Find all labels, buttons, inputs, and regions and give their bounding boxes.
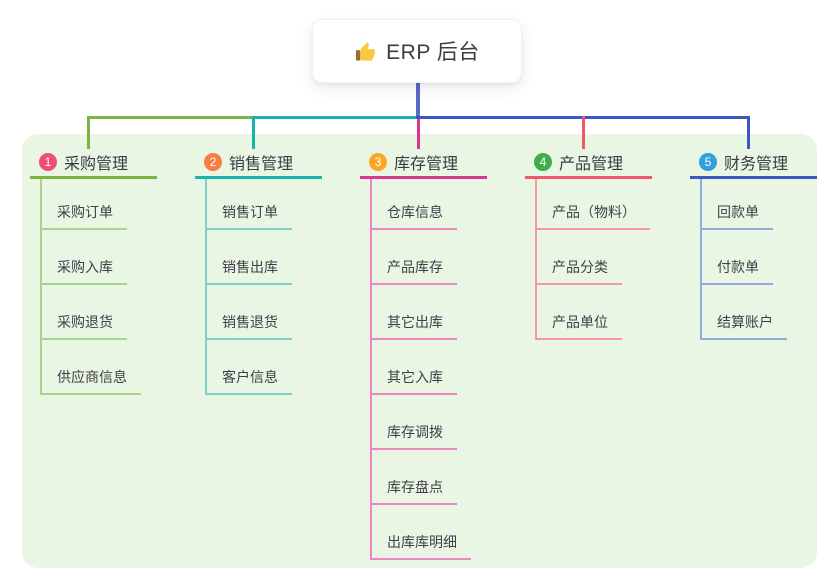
child-node[interactable]: 销售订单 <box>205 203 292 230</box>
connector-horizontal-purchase <box>87 116 252 119</box>
child-node-label: 其它入库 <box>387 369 443 385</box>
branch-trunk-line <box>40 179 42 395</box>
branch-trunk-line <box>370 179 372 560</box>
child-node[interactable]: 采购入库 <box>40 258 127 285</box>
branch-node-4[interactable]: 4 产品管理 <box>525 148 652 179</box>
child-node-label: 销售出库 <box>222 259 278 275</box>
child-node-label: 销售退货 <box>222 314 278 330</box>
branch-trunk-line <box>700 179 702 340</box>
branch-number-badge: 3 <box>369 153 387 171</box>
child-node-label: 销售订单 <box>222 204 278 220</box>
child-node[interactable]: 其它入库 <box>370 368 457 395</box>
connector-drop-finance <box>747 116 750 149</box>
connector-drop-sales <box>252 116 255 149</box>
connector-drop-inventory <box>417 119 420 149</box>
child-node[interactable]: 其它出库 <box>370 313 457 340</box>
child-node[interactable]: 供应商信息 <box>40 368 141 395</box>
child-node-label: 采购退货 <box>57 314 113 330</box>
child-node[interactable]: 采购退货 <box>40 313 127 340</box>
branch-label: 采购管理 <box>64 156 129 173</box>
branch-label: 财务管理 <box>724 156 789 173</box>
branch-label: 销售管理 <box>229 156 294 173</box>
child-node[interactable]: 销售出库 <box>205 258 292 285</box>
branch-trunk-line <box>205 179 207 395</box>
child-node-label: 采购入库 <box>57 259 113 275</box>
child-node-label: 产品库存 <box>387 259 443 275</box>
mindmap-panel <box>22 134 817 568</box>
child-node[interactable]: 结算账户 <box>700 313 787 340</box>
root-node[interactable]: ERP 后台 <box>312 19 522 83</box>
child-node-label: 采购订单 <box>57 204 113 220</box>
child-node[interactable]: 出库库明细 <box>370 533 471 560</box>
child-node[interactable]: 产品分类 <box>535 258 622 285</box>
child-node-label: 客户信息 <box>222 369 278 385</box>
child-node[interactable]: 销售退货 <box>205 313 292 340</box>
connector-drop-purchase <box>87 116 90 149</box>
child-node[interactable]: 仓库信息 <box>370 203 457 230</box>
branch-label: 库存管理 <box>394 156 459 173</box>
branch-number-badge: 2 <box>204 153 222 171</box>
root-node-label: ERP 后台 <box>386 41 480 64</box>
thumbs-up-icon <box>354 40 377 63</box>
child-node-label: 库存调拨 <box>387 424 443 440</box>
connector-drop-product <box>582 116 585 149</box>
child-node-label: 结算账户 <box>717 314 773 330</box>
branch-number-badge: 4 <box>534 153 552 171</box>
branch-trunk-line <box>535 179 537 340</box>
child-node[interactable]: 库存盘点 <box>370 478 457 505</box>
child-node[interactable]: 采购订单 <box>40 203 127 230</box>
branch-node-3[interactable]: 3 库存管理 <box>360 148 487 179</box>
branch-node-1[interactable]: 1 采购管理 <box>30 148 157 179</box>
child-node-label: 付款单 <box>717 259 759 275</box>
child-node[interactable]: 产品（物料） <box>535 203 650 230</box>
child-node[interactable]: 回款单 <box>700 203 773 230</box>
child-node[interactable]: 产品单位 <box>535 313 622 340</box>
child-node-label: 供应商信息 <box>57 369 127 385</box>
child-node-label: 产品分类 <box>552 259 608 275</box>
branch-node-5[interactable]: 5 财务管理 <box>690 148 817 179</box>
child-node[interactable]: 库存调拨 <box>370 423 457 450</box>
child-node-label: 产品单位 <box>552 314 608 330</box>
child-node[interactable]: 付款单 <box>700 258 773 285</box>
child-node-label: 其它出库 <box>387 314 443 330</box>
branch-number-badge: 5 <box>699 153 717 171</box>
child-node-label: 产品（物料） <box>552 204 636 220</box>
connector-root-vertical <box>416 83 420 119</box>
child-node-label: 出库库明细 <box>387 534 457 550</box>
branch-node-2[interactable]: 2 销售管理 <box>195 148 322 179</box>
branch-number-badge: 1 <box>39 153 57 171</box>
connector-horizontal-sales <box>252 116 416 119</box>
child-node-label: 库存盘点 <box>387 479 443 495</box>
child-node[interactable]: 客户信息 <box>205 368 292 395</box>
child-node[interactable]: 产品库存 <box>370 258 457 285</box>
branch-label: 产品管理 <box>559 156 624 173</box>
child-node-label: 回款单 <box>717 204 759 220</box>
child-node-label: 仓库信息 <box>387 204 443 220</box>
